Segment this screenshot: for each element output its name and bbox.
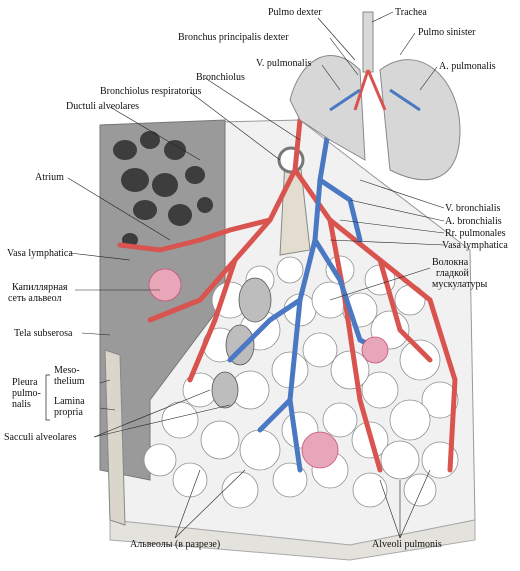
pleura-base — [109, 519, 476, 561]
capillary-networks — [148, 268, 389, 469]
lungs-inset — [289, 11, 461, 181]
label-atrium: Atrium — [35, 172, 64, 183]
label-pleura-2: pulmo- — [12, 388, 41, 399]
label-tela-subserosa: Tela subserosa — [14, 328, 73, 339]
label-a-bronchialis: A. bronchialis — [445, 216, 502, 227]
label-volokna-2: гладкой — [436, 268, 469, 279]
label-pleura-3: nalis — [12, 399, 31, 410]
alveoli-cluster — [143, 255, 459, 509]
label-lamina-1: Lamina — [54, 396, 85, 407]
label-v-pulmonalis: V. pulmonalis — [256, 58, 312, 69]
label-sacculi-alveolares: Sacculi alveolares — [4, 432, 77, 443]
label-a-pulmonalis: A. pulmonalis — [439, 61, 496, 72]
cut-alveoli-holes — [113, 131, 213, 247]
right-lung — [289, 55, 366, 161]
label-pulmo-sinister: Pulmo sinister — [418, 27, 476, 38]
label-alveoly-v-razreze: Альвеолы (в разрезе) — [130, 539, 221, 550]
label-pleura-1: Pleura — [12, 377, 38, 388]
leader-lines — [67, 11, 445, 539]
pleura-bracket — [45, 374, 50, 421]
label-meso-2: thelium — [54, 376, 85, 387]
label-volokna-1: Волокна — [432, 257, 469, 268]
label-trachea: Trachea — [395, 7, 427, 18]
label-vasa-lymphatica-left: Vasa lymphatica — [7, 248, 73, 259]
label-kapil-2: сеть альвеол — [8, 293, 62, 304]
bronchiolus-lumen — [277, 146, 305, 174]
label-bronchus-principalis-dexter: Bronchus principalis dexter — [178, 32, 289, 43]
label-meso-1: Meso- — [54, 365, 80, 376]
arteries — [117, 117, 458, 473]
label-v-bronchialis: V. bronchialis — [445, 203, 501, 214]
left-lung — [379, 59, 461, 181]
sectioned-alveoli — [211, 277, 272, 409]
label-volokna-3: мускулатуры — [432, 279, 488, 290]
trachea-shape — [362, 11, 374, 73]
label-bronchiolus-respiratorius: Bronchiolus respiratorius — [100, 86, 202, 97]
label-kapil-1: Капиллярная — [12, 282, 68, 293]
label-pulmo-dexter: Pulmo dexter — [268, 7, 322, 18]
label-alveoli-pulmonis: Alveoli pulmonis — [372, 539, 442, 550]
label-bronchiolus: Bronchiolus — [196, 72, 245, 83]
label-vasa-lymphatica-right: Vasa lymphatica — [442, 240, 508, 251]
label-rr-pulmonales: Rr. pulmonales — [445, 228, 506, 239]
label-ductuli-alveolares: Ductuli alveolares — [66, 101, 140, 112]
pleura-layers — [104, 349, 126, 526]
label-lamina-2: propria — [54, 407, 83, 418]
